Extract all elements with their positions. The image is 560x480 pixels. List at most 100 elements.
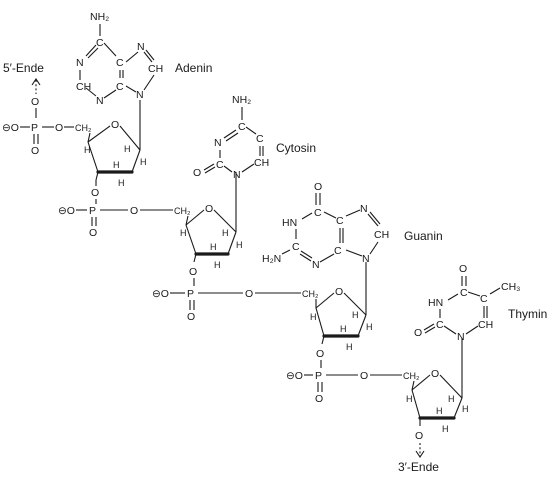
base-label-adenin: Adenin xyxy=(175,61,212,75)
phosphorus-atom: P xyxy=(315,370,322,382)
svg-text:H: H xyxy=(352,310,359,320)
svg-text:H: H xyxy=(210,242,217,252)
phosphate-o-double: O xyxy=(187,311,195,323)
svg-text:N: N xyxy=(457,331,465,343)
svg-text:N: N xyxy=(312,259,320,271)
base-label-guanin: Guanin xyxy=(404,229,443,243)
svg-text:H: H xyxy=(366,322,373,332)
phosphorus-atom: P xyxy=(31,122,38,134)
svg-text:N: N xyxy=(137,41,145,53)
svg-text:O: O xyxy=(459,263,467,275)
phosphate-group-2: ⊖O P O O CH₂ xyxy=(58,205,191,239)
svg-text:C: C xyxy=(336,215,344,227)
phosphate-group-1: O ⊖O P O O CH₂ xyxy=(2,96,92,157)
methylene: CH₂ xyxy=(403,371,420,381)
deoxyribose-3: O H H H H H xyxy=(310,262,373,352)
svg-text:H: H xyxy=(236,240,243,250)
svg-text:H: H xyxy=(222,228,229,238)
three-prime-arrow-icon xyxy=(415,450,425,458)
svg-text:N: N xyxy=(136,89,144,101)
phosphate-charge: ⊖O xyxy=(152,288,169,300)
ring-oxygen: O xyxy=(335,286,343,298)
svg-text:H: H xyxy=(448,394,455,404)
svg-text:N: N xyxy=(360,203,368,215)
deoxyribose-1: O H H H H H xyxy=(84,100,147,188)
ring-oxygen: O xyxy=(205,203,213,215)
phosphate-o-ester: O xyxy=(245,288,253,300)
svg-text:O: O xyxy=(414,327,422,339)
methylene: CH₂ xyxy=(174,206,191,216)
svg-text:H: H xyxy=(124,144,131,154)
svg-text:N: N xyxy=(96,95,104,107)
base-adenin: NH₂ C N CH N C C N CH N Adenin xyxy=(76,11,212,107)
amino-group: H₂N xyxy=(262,253,281,265)
svg-text:CH: CH xyxy=(478,319,493,331)
svg-text:C: C xyxy=(460,287,468,299)
base-label-cytosin: Cytosin xyxy=(276,141,316,155)
base-thymin: O C HN C O N CH C CH₃ Thymin xyxy=(414,263,547,343)
svg-text:CH: CH xyxy=(148,63,163,75)
svg-text:O: O xyxy=(314,181,322,193)
svg-text:CH: CH xyxy=(76,81,91,93)
five-prime-arrow-icon xyxy=(31,78,41,86)
phosphate-o-top: O xyxy=(31,96,39,108)
svg-text:H: H xyxy=(340,324,347,334)
ring-oxygen: O xyxy=(431,368,439,380)
phosphate-o-double: O xyxy=(31,145,39,157)
phosphate-o-double: O xyxy=(315,393,323,405)
linking-oxygen: O xyxy=(415,430,423,442)
five-prime-label: 5′-Ende xyxy=(3,61,44,75)
svg-text:C: C xyxy=(480,293,488,305)
svg-text:H: H xyxy=(462,404,469,414)
phosphorus-atom: P xyxy=(187,288,194,300)
amino-group: NH₂ xyxy=(232,94,251,106)
base-cytosin: NH₂ C N C O N CH C Cytosin xyxy=(193,94,316,181)
phosphate-o-ester: O xyxy=(130,205,138,217)
svg-text:H: H xyxy=(436,406,443,416)
linking-oxygen: O xyxy=(316,348,324,360)
phosphate-group-3: ⊖O P O O CH₂ xyxy=(152,288,319,323)
svg-text:H: H xyxy=(310,312,317,322)
methylene: CH₂ xyxy=(302,289,319,299)
svg-text:C: C xyxy=(256,133,264,145)
deoxyribose-2: O H H H H H xyxy=(180,172,243,270)
five-prime-end: 5′-Ende xyxy=(3,61,44,94)
svg-text:HN: HN xyxy=(428,297,443,309)
three-prime-end: 3′-Ende xyxy=(398,443,439,474)
phosphate-o-double: O xyxy=(89,227,97,239)
svg-text:H: H xyxy=(118,178,125,188)
phosphate-charge: ⊖O xyxy=(58,205,75,217)
phosphate-o-ester: O xyxy=(55,122,63,134)
nucleotide-guanin: ⊖O P O O CH₂ O H H H H H O xyxy=(152,181,443,368)
phosphate-o-ester: O xyxy=(360,370,368,382)
methyl-group: CH₃ xyxy=(501,281,520,293)
base-label-thymin: Thymin xyxy=(508,307,547,321)
phosphorus-atom: P xyxy=(89,205,96,217)
amino-group: NH₂ xyxy=(90,11,109,23)
svg-text:C: C xyxy=(96,37,104,49)
svg-text:H: H xyxy=(140,157,147,167)
svg-text:H: H xyxy=(406,394,413,404)
svg-text:C: C xyxy=(238,121,246,133)
svg-text:C: C xyxy=(436,319,444,331)
phosphate-charge: ⊖O xyxy=(2,122,19,134)
svg-text:C: C xyxy=(292,241,300,253)
svg-text:C: C xyxy=(314,207,322,219)
svg-text:N: N xyxy=(76,57,84,69)
phosphate-group-4: ⊖O P O O CH₂ xyxy=(286,370,420,405)
svg-text:C: C xyxy=(216,159,224,171)
svg-text:N: N xyxy=(362,253,370,265)
svg-text:CH: CH xyxy=(374,229,389,241)
svg-text:O: O xyxy=(193,167,201,179)
svg-text:N: N xyxy=(214,137,222,149)
svg-text:C: C xyxy=(116,57,124,69)
svg-text:C: C xyxy=(334,245,342,257)
svg-text:H: H xyxy=(113,160,120,170)
phosphate-charge: ⊖O xyxy=(286,370,303,382)
linking-oxygen: O xyxy=(91,187,99,199)
linking-oxygen: O xyxy=(189,266,197,278)
svg-text:N: N xyxy=(233,169,241,181)
nucleotide-cytosin: ⊖O P O O CH₂ O H H H H H NH₂ xyxy=(58,94,316,286)
svg-text:CH: CH xyxy=(254,157,269,169)
